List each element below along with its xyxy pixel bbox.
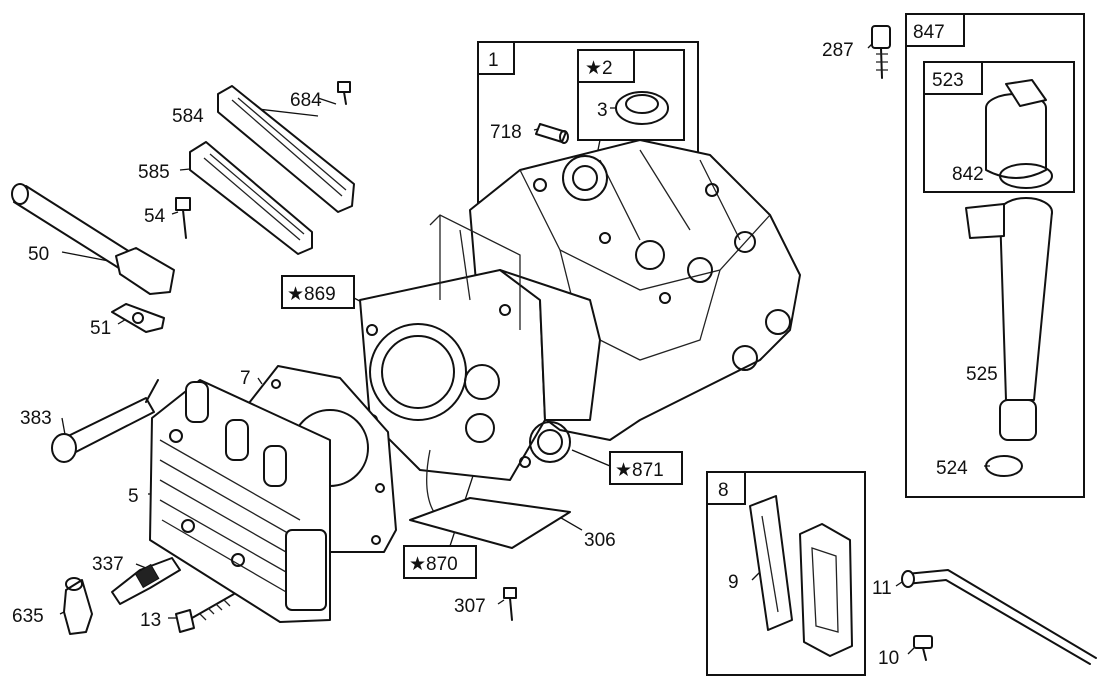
label-718: 718 bbox=[490, 122, 522, 143]
label-337: 337 bbox=[92, 554, 124, 575]
label-871: ★871 bbox=[615, 460, 664, 481]
label-13: 13 bbox=[140, 610, 161, 631]
gasket-584 bbox=[217, 85, 355, 213]
label-524: 524 bbox=[936, 458, 968, 479]
kit-box-2: ★2 bbox=[577, 49, 685, 141]
o-ring-842 bbox=[999, 163, 1053, 189]
label-9: 9 bbox=[728, 572, 739, 593]
cylinder bbox=[359, 214, 601, 524]
bolt-13 bbox=[175, 593, 235, 633]
label-8: 8 bbox=[718, 480, 729, 501]
label-54: 54 bbox=[144, 206, 166, 227]
rod-11 bbox=[901, 569, 1097, 665]
gasket-51 bbox=[111, 303, 165, 333]
kit-box-523: 523 bbox=[923, 61, 1075, 193]
screw-10 bbox=[913, 635, 933, 661]
label-287: 287 bbox=[822, 40, 854, 61]
label-584: 584 bbox=[172, 106, 204, 127]
label-box-871: ★871 bbox=[609, 451, 683, 485]
part-number-labels: 3 718 684 584 585 54 50 51 7 383 5 337 6… bbox=[12, 40, 998, 669]
label-11: 11 bbox=[872, 578, 892, 599]
label-1: 1 bbox=[488, 50, 499, 71]
star-icon: ★ bbox=[409, 554, 426, 575]
label-2: ★2 bbox=[585, 58, 613, 79]
screw-307 bbox=[503, 587, 517, 621]
label-box-870: ★870 bbox=[403, 545, 477, 579]
tool-383 bbox=[51, 379, 159, 463]
label-51: 51 bbox=[90, 318, 111, 339]
gasket-585 bbox=[189, 141, 313, 255]
label-523: 523 bbox=[932, 70, 964, 91]
label-307: 307 bbox=[454, 596, 486, 617]
label-7: 7 bbox=[240, 368, 251, 389]
star-icon: ★ bbox=[585, 58, 602, 79]
label-847: 847 bbox=[913, 22, 945, 43]
screw-287 bbox=[871, 25, 891, 79]
base-gasket-306 bbox=[409, 497, 571, 549]
cylinder-head-5 bbox=[149, 379, 331, 623]
screw-684 bbox=[337, 81, 351, 105]
plug-boot-635 bbox=[63, 577, 93, 635]
oil-seal-3 bbox=[615, 91, 669, 125]
star-icon: ★ bbox=[287, 284, 304, 305]
label-383: 383 bbox=[20, 408, 52, 429]
gasket-9 bbox=[749, 495, 793, 631]
fill-tube-525 bbox=[965, 197, 1053, 441]
label-5: 5 bbox=[128, 486, 139, 507]
label-50: 50 bbox=[28, 244, 49, 265]
label-3: 3 bbox=[597, 100, 608, 121]
kit-box-847: 847 bbox=[905, 13, 1085, 498]
label-842: 842 bbox=[952, 164, 984, 185]
cover-8 bbox=[799, 523, 853, 657]
label-870: ★870 bbox=[409, 554, 458, 575]
label-10: 10 bbox=[878, 648, 899, 669]
label-635: 635 bbox=[12, 606, 44, 627]
star-icon: ★ bbox=[615, 460, 632, 481]
breather-tube-50 bbox=[11, 183, 175, 295]
label-525: 525 bbox=[966, 364, 998, 385]
label-306: 306 bbox=[584, 530, 616, 551]
dowel-pin-718 bbox=[535, 123, 569, 144]
label-box-869: ★869 bbox=[281, 275, 355, 309]
screw-54 bbox=[175, 197, 191, 239]
spark-plug-337 bbox=[111, 557, 181, 605]
label-585: 585 bbox=[138, 162, 170, 183]
label-869: ★869 bbox=[287, 284, 336, 305]
oil-fill-cap-523 bbox=[985, 79, 1047, 179]
o-ring-524 bbox=[985, 455, 1023, 477]
kit-box-8: 8 bbox=[706, 471, 866, 676]
label-684: 684 bbox=[290, 90, 322, 111]
